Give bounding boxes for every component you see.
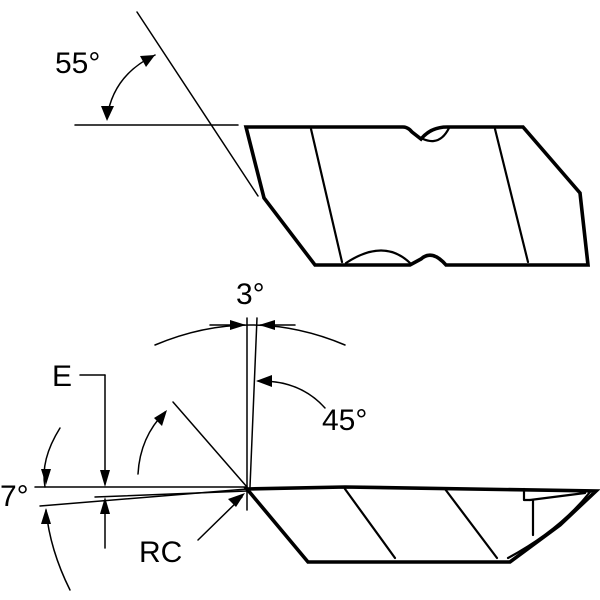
- nose-detail-curve: [506, 490, 592, 560]
- angle-55-arrow-bottom: [101, 106, 114, 121]
- top-swing-arc: [154, 324, 346, 346]
- top-groove-lower: [344, 249, 412, 265]
- top-internal-line-left: [309, 127, 344, 264]
- top-internal-line-right: [493, 127, 530, 264]
- top-groove-upper: [410, 126, 451, 143]
- e-arrow-bottom: [100, 497, 110, 514]
- angle-7-label: 7°: [0, 480, 29, 513]
- bottom-view: [34, 317, 600, 591]
- angle-3-label: 3°: [236, 278, 265, 311]
- side-rake-line-2: [443, 487, 499, 560]
- e-arrow-top: [100, 470, 110, 487]
- side-rake-line-1: [343, 487, 397, 560]
- top-angle-line: [136, 11, 259, 197]
- chamfer-45-line: [172, 401, 248, 488]
- angle-7-arrow-top: [41, 469, 51, 485]
- chamfer-angle-arrow: [154, 410, 167, 426]
- angle-3-line: [249, 317, 258, 488]
- insert-side-outline: [243, 485, 600, 564]
- insert-top-outline: [243, 125, 591, 267]
- left-swing-arc-lower: [45, 509, 71, 591]
- left-swing-arc-upper: [43, 427, 61, 488]
- angle-45-arrow: [256, 375, 272, 387]
- nose-detail-top: [528, 491, 587, 502]
- angle-55-arrow-top: [140, 55, 155, 67]
- e-offset-line: [94, 490, 248, 498]
- angle-45-label: 45°: [322, 404, 367, 437]
- rc-arrow: [228, 493, 245, 507]
- top-view: [74, 11, 591, 267]
- nose-detail-left: [522, 487, 532, 502]
- corner-rc-label: RC: [139, 536, 182, 569]
- dimension-e-label: E: [52, 360, 72, 393]
- angle-55-label: 55°: [55, 47, 100, 80]
